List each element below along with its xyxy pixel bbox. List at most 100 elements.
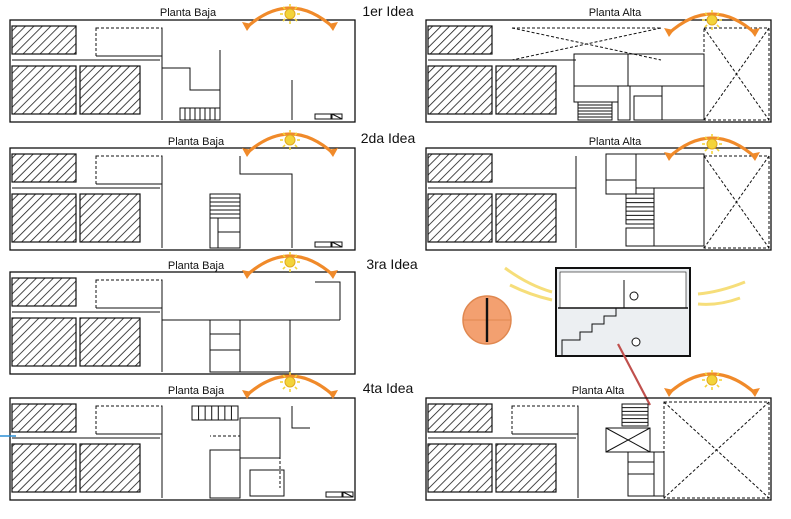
p4b-dash-a	[210, 420, 241, 437]
sun-p4a-ray	[704, 384, 708, 388]
sun-p4a-arrow-right	[750, 388, 760, 397]
p4b-hatch-bm	[79, 443, 141, 493]
sun-p1b	[242, 4, 338, 31]
p2b-hatch-bm	[79, 193, 141, 243]
sun-p4b-ray	[282, 374, 286, 378]
p4b-outline	[9, 397, 356, 501]
p1a-bano2-box	[633, 95, 663, 121]
sun-p4b-arrow-left	[242, 390, 252, 399]
sun-p1b-ray	[282, 6, 286, 10]
sun-p4a-ray	[716, 372, 720, 376]
sun-p2b-ray	[282, 144, 286, 148]
p2b-hatch-bl	[11, 193, 77, 243]
sun-p1b-sun-icon	[284, 8, 296, 20]
sun-p3b-arrow-right	[328, 270, 338, 279]
heading-idea-2: 2da Idea	[361, 130, 416, 146]
sun-p2a-arrow-left	[664, 152, 674, 161]
sun-p4a-sun-icon	[706, 374, 718, 386]
sun-p3b-sun-icon	[284, 256, 296, 268]
p1b-hatch-top	[11, 25, 77, 55]
sun-p1a-ray	[716, 12, 720, 16]
p4b-wet-box	[209, 449, 241, 499]
heading-planta-alta-1: Planta Alta	[589, 7, 642, 19]
sun-p1b-arrow-left	[242, 22, 252, 31]
p2a-hatch-bm	[495, 193, 557, 243]
p2b-wall-a	[239, 156, 293, 248]
p4b-door-b	[342, 491, 354, 498]
p2b-bano-box	[217, 231, 241, 249]
p1a-paso-box	[617, 85, 631, 121]
p2b-stairs	[209, 193, 241, 219]
p3b-wet-box	[209, 319, 241, 373]
heading-planta-baja-1: Planta Baja	[160, 7, 217, 19]
section-light-ray-a	[504, 266, 553, 294]
p1a-dorm2-box	[627, 53, 705, 87]
sun-p2b	[242, 130, 338, 157]
p3b-escalera-box	[95, 279, 163, 309]
sun-p4a-ray	[704, 372, 708, 376]
section-pointer-arrow	[617, 343, 651, 406]
heading-idea-4: 4ta Idea	[363, 380, 414, 396]
p4b-cocina-box	[249, 469, 285, 497]
p3b-dorm2-box	[239, 319, 291, 373]
sun-p4b	[242, 372, 338, 399]
sun-p4a-ray	[716, 384, 720, 388]
sun-p3b-ray	[294, 266, 298, 270]
p1b-door-a	[314, 113, 332, 120]
section-stair-profile	[561, 308, 617, 356]
p1b-escalera-box	[95, 27, 163, 57]
sun-p2a-ray	[716, 136, 720, 140]
p1b-door-b	[331, 113, 343, 120]
sun-p4a-arc	[666, 372, 758, 396]
p2a-stairs	[625, 193, 655, 225]
p2b-escalera-box	[95, 155, 163, 185]
p4a-hatch-top	[427, 403, 493, 433]
sun-p2a-ray	[704, 136, 708, 140]
p1a-hatch-bm	[495, 65, 557, 115]
p4a-void-diag-b	[663, 401, 770, 499]
p1a-dorm3-box	[661, 85, 705, 121]
section-person-icon	[629, 291, 639, 301]
sun-p1b-arc	[244, 6, 336, 30]
p2b-door-diag	[331, 241, 343, 248]
sun-p4b-arrow-right	[328, 390, 338, 399]
sun-p4b-ray	[294, 374, 298, 378]
sun-p1a-ray	[704, 24, 708, 28]
p4a-stairs	[621, 403, 649, 427]
sun-p1b-ray	[282, 18, 286, 22]
p2a-outline	[425, 147, 772, 251]
section-light-ray-d	[697, 296, 741, 306]
heading-idea-1: 1er Idea	[362, 3, 414, 19]
p1a-outline	[425, 19, 772, 123]
p2a-bano2-box	[625, 227, 655, 247]
p3b-cocina-wall	[315, 281, 341, 320]
p2b-hatch-top	[11, 153, 77, 183]
p4b-door-a	[325, 491, 343, 498]
sun-p1a-ray	[704, 12, 708, 16]
heading-planta-baja-4: Planta Baja	[168, 385, 225, 397]
p1a-dash-b	[511, 27, 662, 61]
section-light-ray-b	[509, 283, 553, 302]
section-person2-icon	[631, 337, 641, 347]
p4b-escalera-box	[95, 405, 163, 435]
p4b-wall-a	[291, 406, 310, 429]
heading-idea-3: 3ra Idea	[366, 256, 418, 272]
sun-p2a-ray	[716, 148, 720, 152]
p3b-hatch-top	[11, 277, 77, 307]
sun-p3b-arrow-left	[242, 270, 252, 279]
p2b-paso-box	[217, 217, 241, 233]
sun-p2b-ray	[282, 132, 286, 136]
sun-p1a-sun-icon	[706, 14, 718, 26]
sun-p1a-arrow-right	[750, 28, 760, 37]
sun-p3b-ray	[294, 254, 298, 258]
p4b-dash-b	[239, 436, 281, 488]
p2b-outline	[9, 147, 356, 251]
p1a-stairs	[577, 101, 613, 121]
p3b-hatch-bl	[11, 317, 77, 367]
p1a-bano1-box	[573, 85, 619, 103]
sun-p3b	[242, 252, 338, 279]
sun-p4a	[664, 370, 760, 397]
p1a-hatch-bl	[427, 65, 493, 115]
heading-planta-baja-2: Planta Baja	[168, 136, 225, 148]
